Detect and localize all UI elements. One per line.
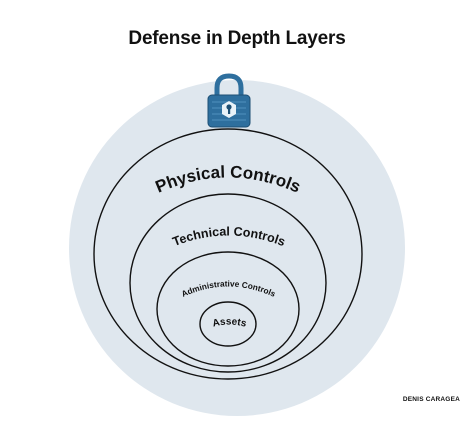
assets-label: Assets	[211, 316, 247, 329]
physical-controls-ring	[93, 128, 363, 380]
lock-icon	[207, 73, 251, 128]
author-credit: DENIS CARAGEA	[402, 396, 460, 403]
technical-controls-ring	[129, 193, 327, 373]
administrative-controls-ring	[156, 251, 300, 367]
assets-ring	[199, 301, 257, 347]
assets-text: Assets	[211, 316, 247, 329]
diagram-title: Defense in Depth Layers	[128, 28, 346, 49]
